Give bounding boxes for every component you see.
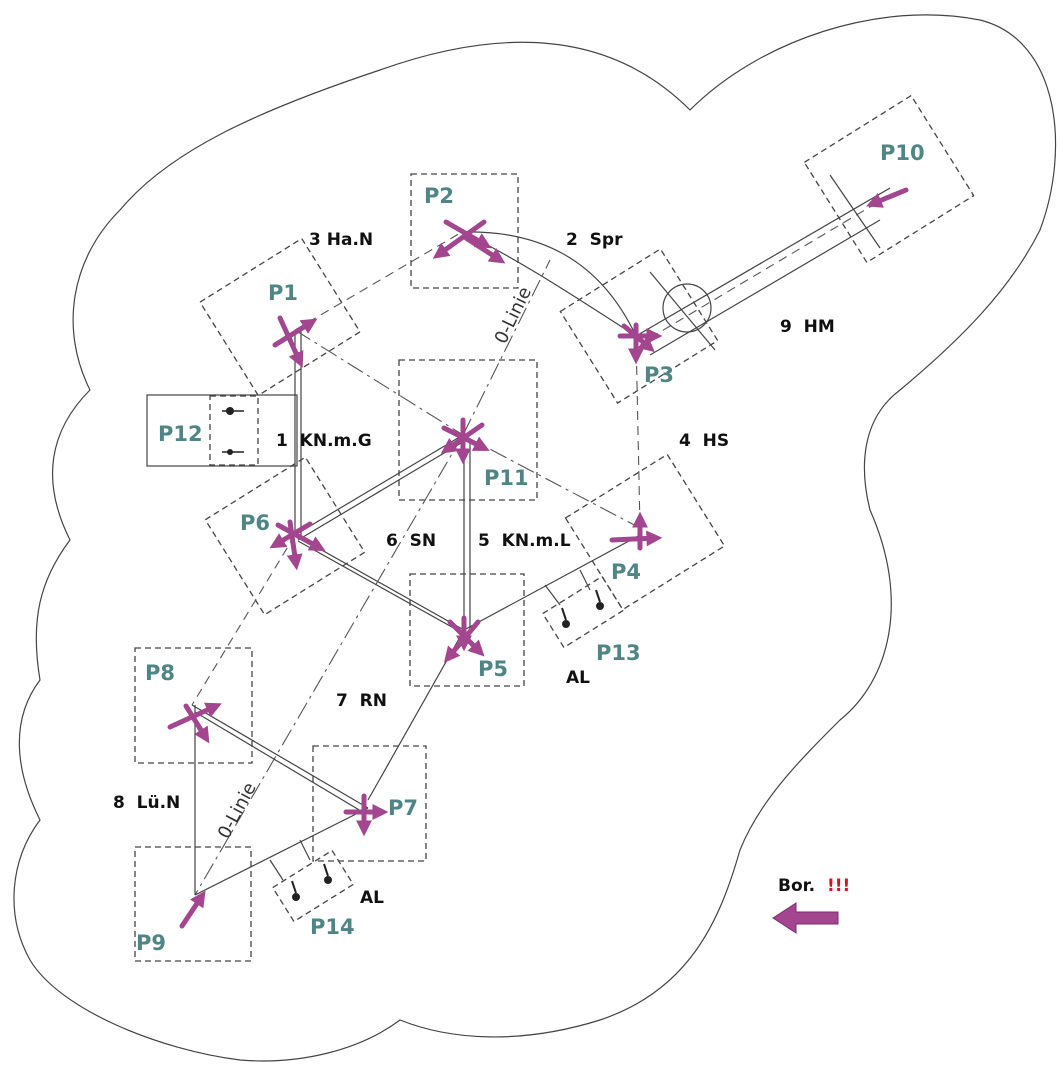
wind-label: Bor. !!! <box>778 876 850 896</box>
zero-line-label-lower: 0-Linie <box>214 779 261 842</box>
route-label-4: 4 HS <box>679 431 729 451</box>
box-p9 <box>134 846 252 962</box>
point-label-p6: P6 <box>240 511 270 535</box>
box-p3 <box>559 248 719 404</box>
route-label-2: 2 Spr <box>566 230 623 250</box>
box-p12 <box>146 394 298 467</box>
box-p13 <box>541 575 625 649</box>
p6-marker <box>269 519 326 571</box>
p14-symbols <box>291 863 332 901</box>
box-p2 <box>410 173 519 289</box>
area-boundary <box>13 14 1057 1062</box>
box-p5 <box>409 573 525 687</box>
route-label-5: 5 KN.m.L <box>478 531 571 551</box>
p13-symbols <box>561 589 604 628</box>
p3-marker <box>617 322 663 365</box>
point-label-p4: P4 <box>611 560 641 584</box>
route-label-6: 6 SN <box>386 531 436 551</box>
point-label-p5: P5 <box>478 657 508 681</box>
box-p7 <box>312 745 427 862</box>
point-label-p7: P7 <box>388 796 418 820</box>
point-label-p9: P9 <box>136 931 166 955</box>
p7-marker <box>343 793 389 837</box>
route-label-3: 3 Ha.N <box>309 230 373 250</box>
p1-marker <box>272 315 318 368</box>
al-label-lower: AL <box>360 888 384 908</box>
p12-symbols <box>222 407 244 455</box>
box-p12-inner <box>209 395 259 466</box>
route-label-9: 9 HM <box>780 317 835 337</box>
point-label-p1: P1 <box>268 281 298 305</box>
wind-arrow-icon <box>772 902 839 934</box>
route-label-7: 7 RN <box>336 691 387 711</box>
point-label-p2: P2 <box>424 184 454 208</box>
wind-warning: !!! <box>827 876 850 896</box>
box-p10 <box>803 94 975 264</box>
box-p4 <box>564 453 726 611</box>
point-label-p10: P10 <box>880 141 925 165</box>
p2-marker <box>432 219 506 264</box>
wind-text: Bor. <box>778 876 815 896</box>
point-label-p12: P12 <box>158 422 203 446</box>
p5-marker <box>443 615 485 663</box>
p8-marker <box>167 702 222 744</box>
point-label-p11: P11 <box>484 466 529 490</box>
box-p6 <box>204 456 366 616</box>
p4-marker <box>609 511 663 551</box>
point-label-p14: P14 <box>310 915 355 939</box>
p10-marker <box>866 187 909 208</box>
box-p14 <box>271 849 355 923</box>
p11-marker <box>440 417 490 465</box>
point-label-p8: P8 <box>145 661 175 685</box>
route-label-1: 1 KN.m.G <box>276 431 372 451</box>
p9-marker <box>179 890 206 929</box>
point-label-p13: P13 <box>596 641 641 665</box>
route-label-8: 8 Lü.N <box>113 793 180 813</box>
box-p11 <box>398 359 538 501</box>
course-lines <box>191 174 891 896</box>
box-p1 <box>199 237 361 397</box>
al-label-upper: AL <box>566 668 590 688</box>
zero-line-label-upper: 0-Linie <box>491 284 536 348</box>
point-label-p3: P3 <box>644 363 674 387</box>
box-p8 <box>134 647 253 764</box>
